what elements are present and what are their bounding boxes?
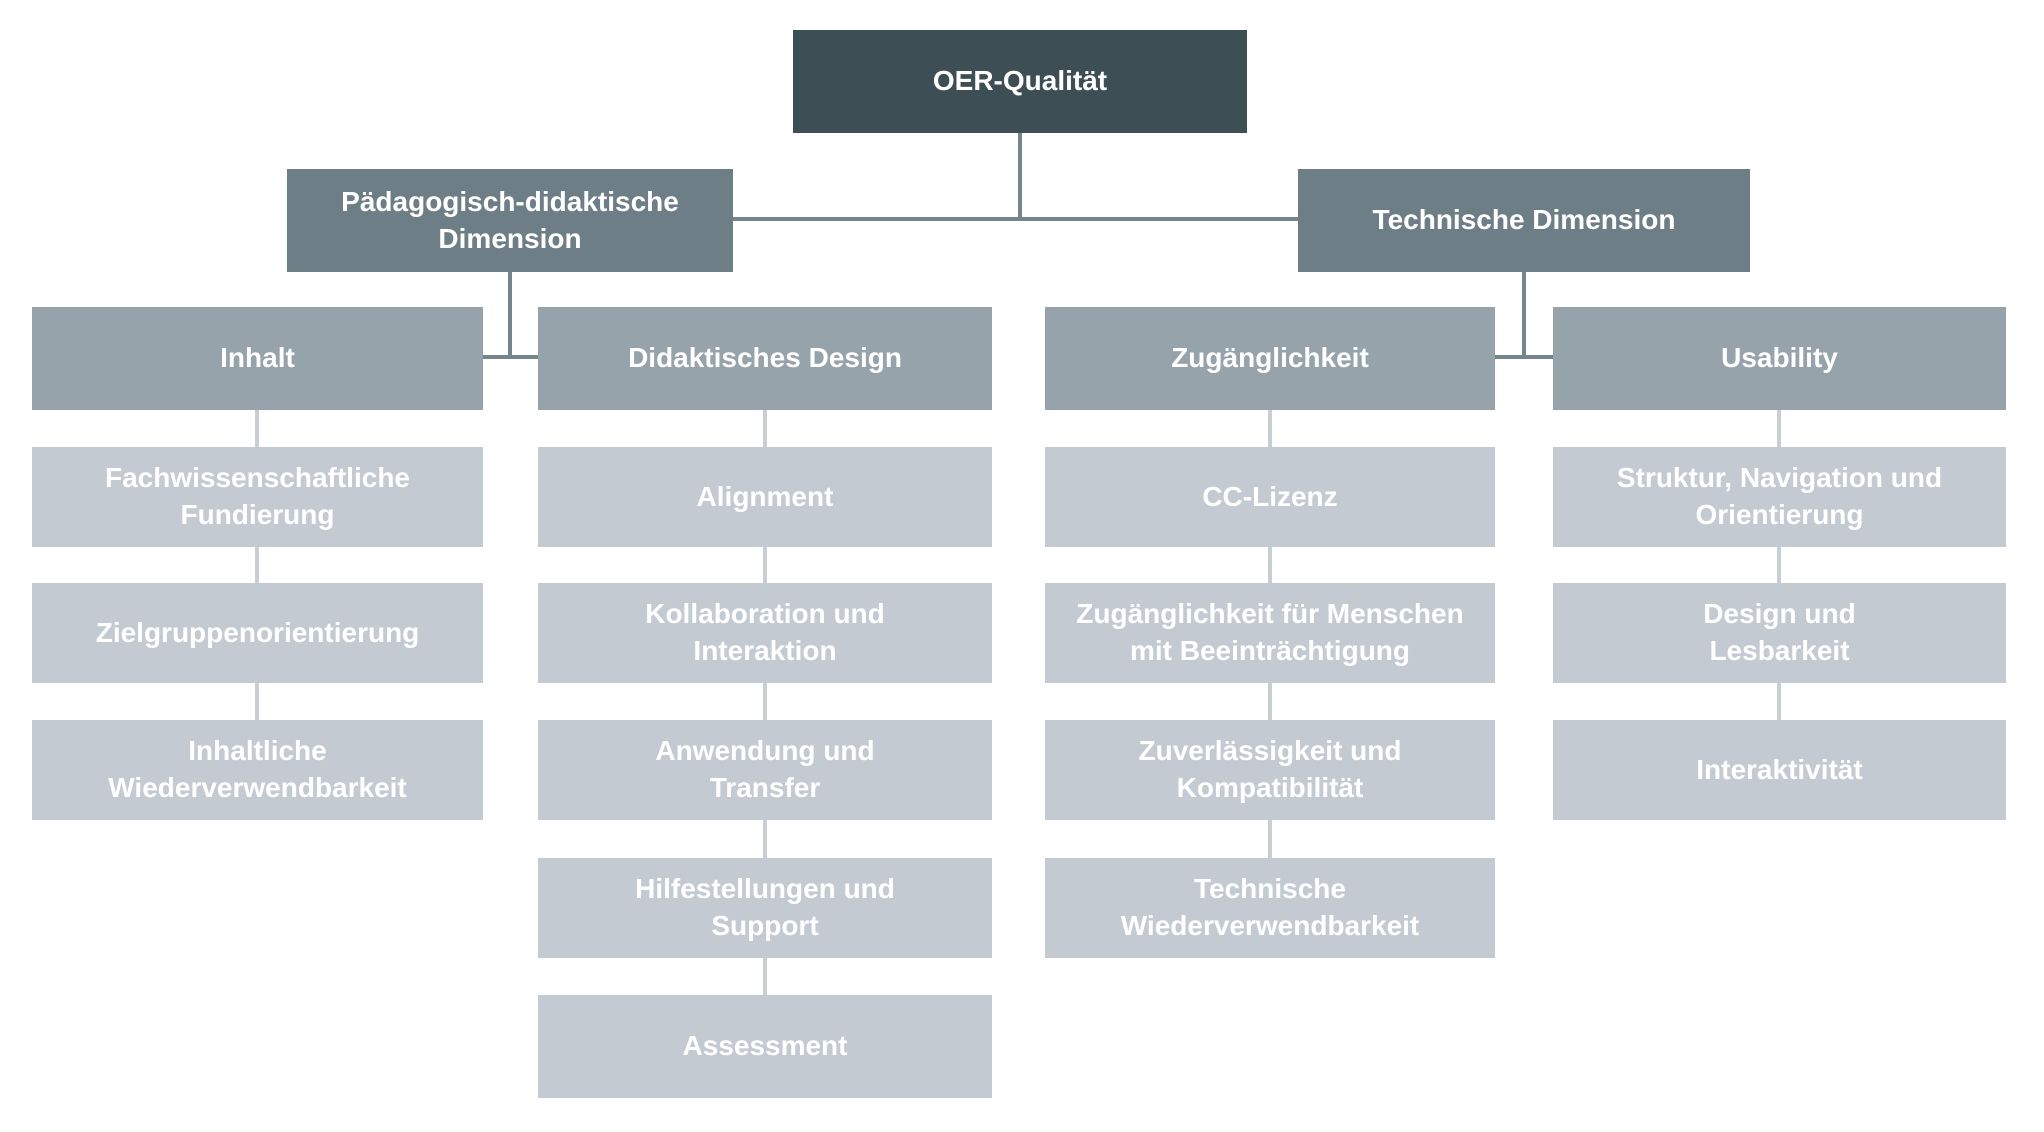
- node-kollaboration-und-interaktion: Kollaboration und Interaktion: [538, 583, 992, 683]
- node-technische-dimension: Technische Dimension: [1298, 169, 1750, 272]
- node-technische-wiederverwendbarkeit: Technische Wiederverwendbarkeit: [1045, 858, 1495, 958]
- connector-zugaenglichkeit-3: [1268, 683, 1272, 720]
- node-inhalt: Inhalt: [32, 307, 483, 410]
- connector-usability-1: [1777, 410, 1781, 447]
- node-assessment: Assessment: [538, 995, 992, 1098]
- node-zugaenglichkeit: Zugänglichkeit: [1045, 307, 1495, 410]
- connector-usability-2: [1777, 547, 1781, 583]
- node-struktur-navigation-und-orientierung: Struktur, Navigation und Orientierung: [1553, 447, 2006, 547]
- connector-zugaenglichkeit-2: [1268, 547, 1272, 583]
- connector-paedagogisch-horizontal: [483, 355, 538, 359]
- connector-inhalt-2: [255, 547, 259, 583]
- connector-root-horizontal: [733, 217, 1298, 221]
- node-fachwissenschaftliche-fundierung: Fachwissenschaftliche Fundierung: [32, 447, 483, 547]
- connector-paedagogisch-vertical: [508, 272, 512, 359]
- connector-didaktik-3: [763, 683, 767, 720]
- connector-zugaenglichkeit-1: [1268, 410, 1272, 447]
- connector-usability-3: [1777, 683, 1781, 720]
- connector-technisch-horizontal: [1495, 355, 1553, 359]
- node-interaktivitaet: Interaktivität: [1553, 720, 2006, 820]
- connector-inhalt-3: [255, 683, 259, 720]
- connector-zugaenglichkeit-4: [1268, 820, 1272, 858]
- node-didaktisches-design: Didaktisches Design: [538, 307, 992, 410]
- node-paedagogisch-didaktische-dimension: Pädagogisch-didaktische Dimension: [287, 169, 733, 272]
- node-cc-lizenz: CC-Lizenz: [1045, 447, 1495, 547]
- connector-didaktik-5: [763, 958, 767, 995]
- node-inhaltliche-wiederverwendbarkeit: Inhaltliche Wiederverwendbarkeit: [32, 720, 483, 820]
- node-zuverlaessigkeit-und-kompatibilitaet: Zuverlässigkeit und Kompatibilität: [1045, 720, 1495, 820]
- connector-didaktik-1: [763, 410, 767, 447]
- connector-technisch-vertical: [1522, 272, 1526, 359]
- node-design-und-lesbarkeit: Design und Lesbarkeit: [1553, 583, 2006, 683]
- node-usability: Usability: [1553, 307, 2006, 410]
- connector-didaktik-4: [763, 820, 767, 858]
- node-anwendung-und-transfer: Anwendung und Transfer: [538, 720, 992, 820]
- node-hilfestellungen-und-support: Hilfestellungen und Support: [538, 858, 992, 958]
- connector-root-vertical: [1018, 133, 1022, 221]
- connector-didaktik-2: [763, 547, 767, 583]
- node-zugaenglichkeit-fuer-menschen-mit-beeintraechtigung: Zugänglichkeit für Menschen mit Beeinträ…: [1045, 583, 1495, 683]
- node-oer-qualitaet: OER-Qualität: [793, 30, 1247, 133]
- connector-inhalt-1: [255, 410, 259, 447]
- node-zielgruppenorientierung: Zielgruppenorientierung: [32, 583, 483, 683]
- node-alignment: Alignment: [538, 447, 992, 547]
